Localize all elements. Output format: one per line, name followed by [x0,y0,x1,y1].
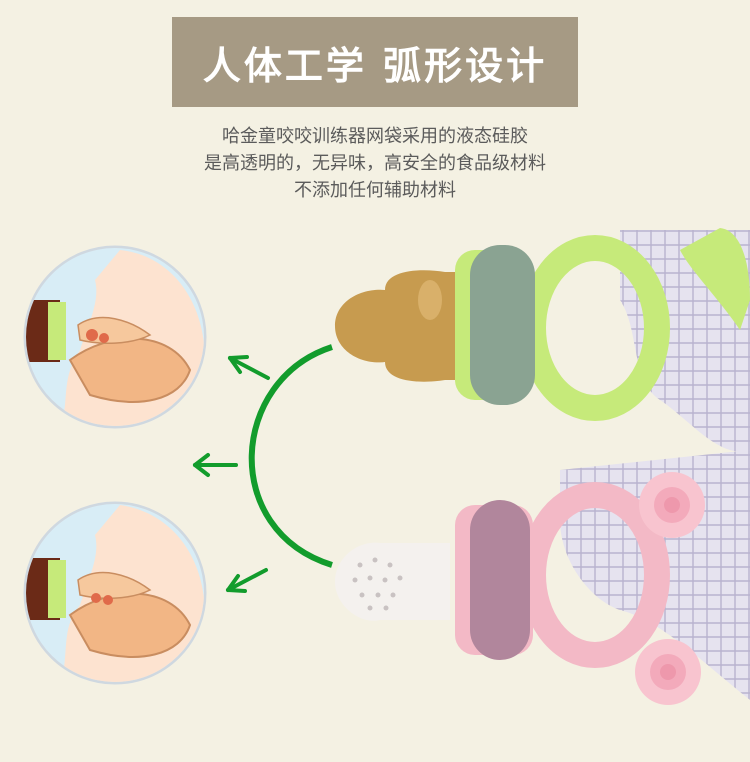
curve-arc [248,344,333,568]
title-banner: 人体工学 弧形设计 [172,17,578,107]
pink-teether [335,450,750,705]
description-line-1: 哈金童咬咬训练器网袋采用的液态硅胶 [222,126,528,147]
description: 哈金童咬咬训练器网袋采用的液态硅胶 是高透明的，无异味，高安全的食品级材料 不添… [0,123,750,204]
baby-mouth-illustration-bottom [23,501,207,685]
arrow-left-icon [193,453,238,477]
green-teether [335,228,750,452]
description-line-3: 不添加任何辅助材料 [294,180,456,201]
baby-mouth-illustration-top [23,245,207,429]
arrow-left-icon [226,568,268,593]
rose-decoration [639,472,705,538]
description-line-2: 是高透明的，无异味，高安全的食品级材料 [204,153,546,174]
rose-decoration [635,639,701,705]
arrow-left-icon [228,355,270,380]
page-title: 人体工学 弧形设计 [202,43,548,88]
